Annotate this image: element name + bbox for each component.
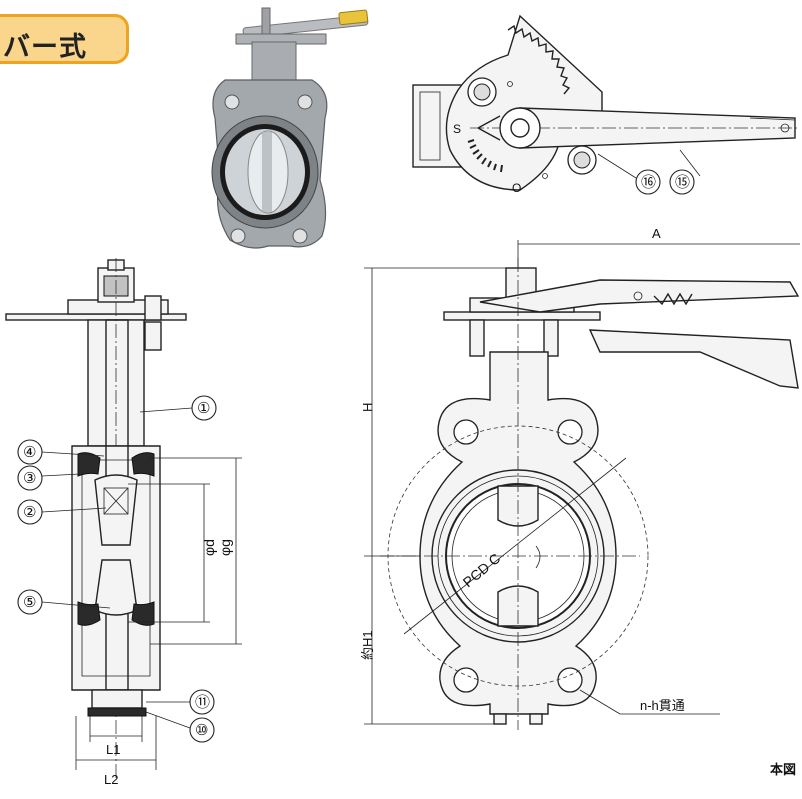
header-tag: バー式: [0, 14, 129, 64]
svg-text:①: ①: [197, 400, 210, 417]
svg-text:⑤: ⑤: [23, 594, 36, 611]
top-view: S O: [412, 14, 800, 195]
callout-11: ⑪: [189, 689, 215, 715]
callout-2: ②: [17, 499, 43, 525]
callout-3: ③: [17, 465, 43, 491]
callout-5: ⑤: [17, 589, 43, 615]
svg-text:⑯: ⑯: [641, 174, 656, 191]
header-tag-label: バー式: [3, 32, 87, 62]
callout-15: ⑮: [669, 169, 695, 195]
dim-phi-d: φd: [201, 539, 217, 556]
dim-bolt-holes: n-h貫通: [640, 698, 685, 713]
dim-H: H: [360, 403, 375, 412]
side-section-view: [5, 258, 242, 780]
callout-1: ①: [191, 395, 217, 421]
svg-text:④: ④: [23, 444, 36, 461]
svg-text:⑩: ⑩: [195, 722, 208, 739]
footnote: 本図: [770, 762, 796, 777]
product-photo: [211, 7, 369, 249]
dim-L1: L1: [106, 742, 120, 757]
dim-A: A: [652, 226, 661, 241]
callout-16: ⑯: [635, 169, 661, 195]
callout-4: ④: [17, 439, 43, 465]
scale-open-label: O: [512, 181, 521, 195]
scale-shut-label: S: [453, 122, 461, 136]
svg-text:③: ③: [23, 470, 36, 487]
dim-H1: 約H1: [360, 630, 375, 660]
svg-text:②: ②: [23, 504, 36, 521]
callout-10: ⑩: [189, 717, 215, 743]
dim-phi-g: φg: [217, 539, 233, 556]
svg-text:⑪: ⑪: [195, 694, 210, 711]
front-view: [364, 240, 800, 730]
svg-text:⑮: ⑮: [675, 174, 690, 191]
dim-L2: L2: [104, 772, 118, 787]
